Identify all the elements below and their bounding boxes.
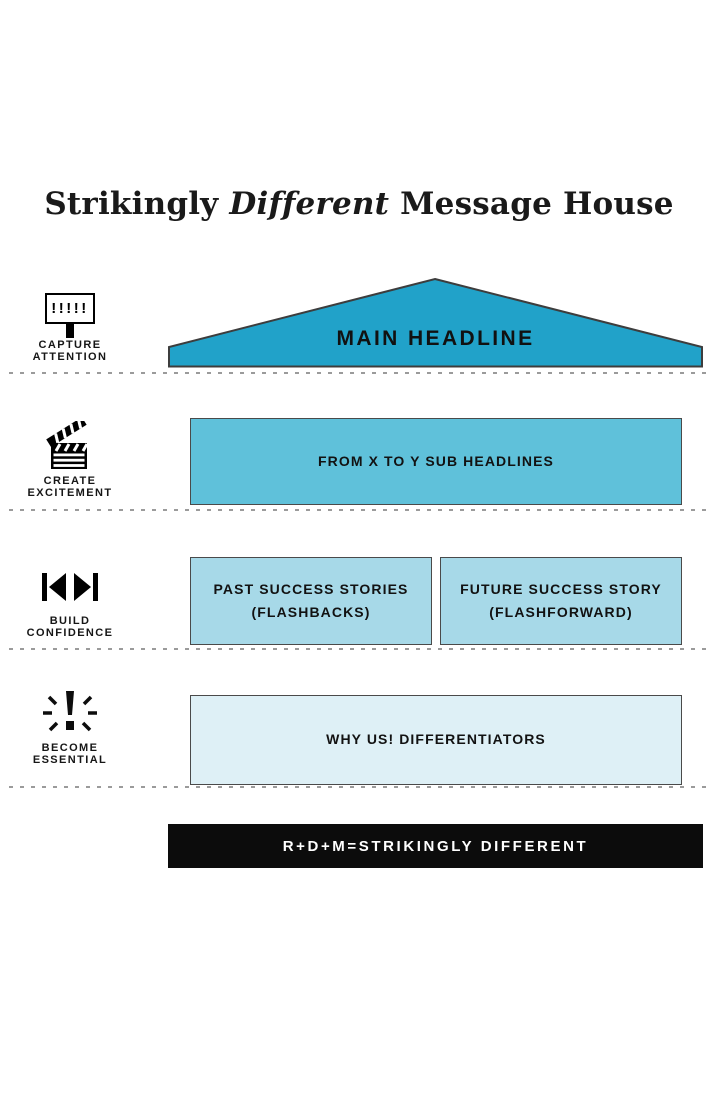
box-why-us: WHY US! DIFFERENTIATORS [190,695,682,785]
box-future-line1: FUTURE SUCCESS STORY [460,580,662,597]
skip-back-forward-icon [5,572,135,602]
dotted-divider [9,509,708,511]
box-past-success: PAST SUCCESS STORIES (FLASHBACKS) [190,557,432,645]
billboard-sign-text: !!!!! [45,293,95,324]
exclamation-burst-svg [43,691,97,732]
rail-label-line: CONFIDENCE [26,626,114,639]
roof-label: MAIN HEADLINE [336,327,535,350]
rail-label-line: ATTENTION [32,350,108,363]
clapperboard-icon [5,421,135,471]
box-future-success: FUTURE SUCCESS STORY (FLASHFORWARD) [440,557,682,645]
box-sub-headlines: FROM X TO Y SUB HEADLINES [190,418,682,505]
rail-label-capture-attention: CAPTURE ATTENTION [5,339,135,363]
billboard-sign-group: !!!!! [45,293,95,338]
skip-icons-svg [42,573,98,601]
box-past-success-text: PAST SUCCESS STORIES (FLASHBACKS) [214,578,409,624]
box-future-line2: (FLASHFORWARD) [489,604,633,620]
box-past-line1: PAST SUCCESS STORIES [213,580,409,597]
rail-label-line: BECOME [41,742,99,754]
rail-label-create-excitement: CREATE EXCITEMENT [5,475,135,499]
footer-formula-bar: R+D+M=STRIKINGLY DIFFERENT [168,824,703,868]
footer-formula-text: R+D+M=STRIKINGLY DIFFERENT [282,837,589,855]
title-part-1: Strikingly [44,186,230,222]
title-part-3: Message House [389,186,674,222]
rail-label-line: ESSENTIAL [32,753,108,766]
roof-shape [168,277,703,368]
dotted-divider [9,786,708,788]
rail-label-build-confidence: BUILD CONFIDENCE [5,615,135,639]
dotted-divider [9,648,708,650]
box-sub-headlines-text: FROM X TO Y SUB HEADLINES [318,452,554,469]
rail-label-line: EXCITEMENT [27,486,113,499]
rail-label-line: BUILD [49,615,91,627]
clapperboard-svg [46,421,89,469]
rail-label-line: CREATE [43,475,97,487]
roof-polygon [168,277,703,368]
box-past-line2: (FLASHBACKS) [251,604,371,620]
billboard-post [65,324,74,338]
box-future-success-text: FUTURE SUCCESS STORY (FLASHFORWARD) [460,578,662,624]
box-why-us-text: WHY US! DIFFERENTIATORS [326,731,546,748]
billboard-exclamations-icon: !!!!! [5,293,135,338]
exclamation-burst-icon [5,688,135,740]
dotted-divider [9,372,708,374]
page-title: Strikingly Different Message House [0,186,718,222]
rail-label-line: CAPTURE [38,339,102,351]
rail-label-become-essential: BECOME ESSENTIAL [5,742,135,766]
title-part-italic: Different [229,186,390,222]
roof-main-headline: MAIN HEADLINE [167,277,704,368]
